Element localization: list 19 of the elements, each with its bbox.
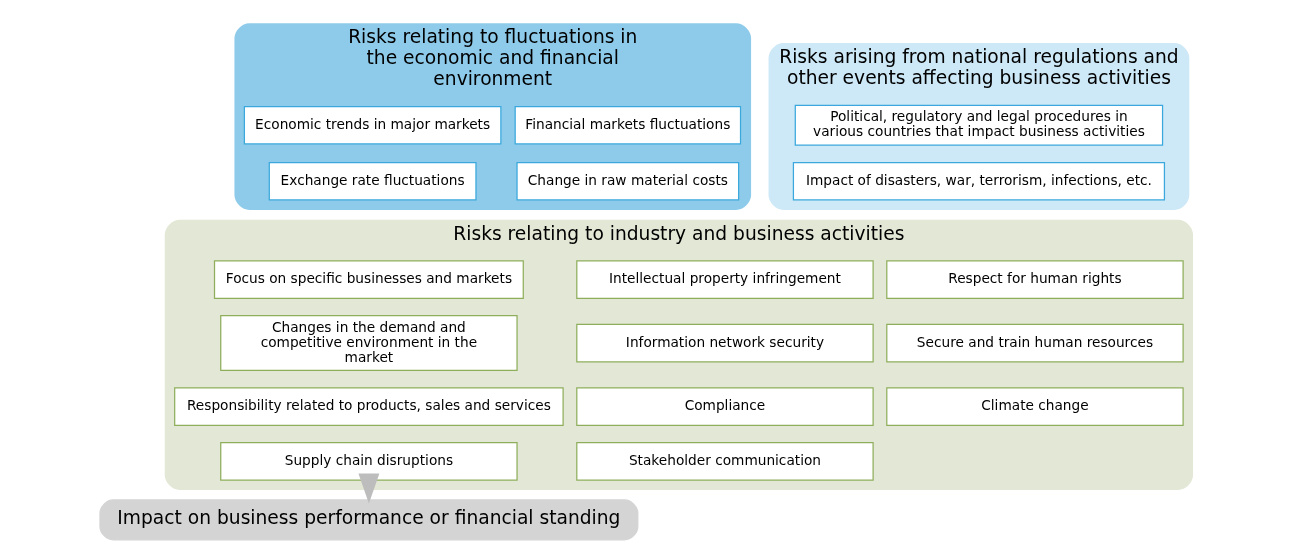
node-box: Information network security bbox=[576, 323, 874, 363]
node-box: Stakeholder communication bbox=[576, 442, 874, 481]
node-box: Changes in the demand and competitive environment in the market bbox=[220, 315, 518, 372]
node-box: Economic trends in major markets bbox=[243, 105, 502, 145]
node-box: Supply chain disruptions bbox=[220, 442, 518, 481]
node-box: Exchange rate fluctuations bbox=[268, 161, 477, 201]
node-box: Responsibility related to products, sales and services bbox=[174, 387, 564, 426]
node-box: Secure and train human resources bbox=[886, 323, 1184, 363]
node-box: Intellectual property infringement bbox=[576, 260, 874, 299]
node-box: Impact of disasters, war, terrorism, infections, etc. bbox=[792, 161, 1166, 201]
node-box: Compliance bbox=[576, 387, 874, 426]
node-box: Impact on business performance or financial standing bbox=[99, 499, 639, 541]
node-box: Change in raw material costs bbox=[516, 161, 740, 201]
node-box: Respect for human rights bbox=[886, 260, 1184, 299]
node-box: Financial markets fluctuations bbox=[514, 105, 742, 145]
node-box: Climate change bbox=[886, 387, 1184, 426]
node-box: Focus on specific businesses and markets bbox=[213, 260, 524, 299]
arrow bbox=[358, 473, 380, 504]
node-box: Political, regulatory and legal procedures in various countries that impact business activities bbox=[794, 104, 1164, 146]
